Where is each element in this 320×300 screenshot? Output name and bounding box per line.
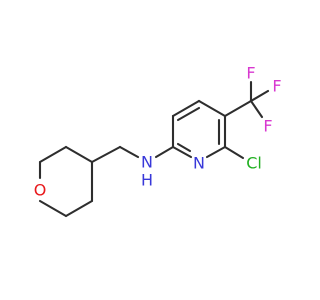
bond-c5-cf3 <box>223 99 253 118</box>
molecule-structure: O N H N Cl F F F <box>0 0 300 300</box>
bond-cf3-f-lower <box>249 99 264 119</box>
bond-ring-o-c6 <box>38 199 68 218</box>
oxane-ring <box>38 145 94 218</box>
substituents <box>223 80 270 160</box>
amine-hydrogen-atom-label: H <box>141 171 153 190</box>
canvas-background <box>0 0 300 300</box>
bond-c3-c4-double <box>176 106 201 122</box>
bond-c6-cl <box>223 145 245 160</box>
bond-ring-c6-c5 <box>64 199 94 218</box>
fluorine-lower-atom-label: F <box>263 117 272 136</box>
amine-nitrogen-atom-label: N <box>141 153 153 172</box>
bond-c6-n1 <box>205 145 227 159</box>
bond-cf3-f-right <box>249 89 270 103</box>
bond-c4-c5 <box>197 99 227 118</box>
bond-c3-c4 <box>171 99 201 118</box>
bond-n1-c2-double <box>176 142 192 153</box>
pyridine-ring <box>154 99 227 159</box>
pyridine-nitrogen-atom-label: N <box>193 154 205 173</box>
chlorine-atom-label: Cl <box>246 154 262 173</box>
oxygen-atom-label: O <box>34 181 47 200</box>
fluorine-top-atom-label: F <box>246 64 255 83</box>
bond-nh-c2 <box>154 145 175 159</box>
fluorine-right-atom-label: F <box>272 77 281 96</box>
bond-ring-c4-c3 <box>64 145 94 164</box>
methylene-linker <box>90 145 140 164</box>
bond-ch2-nh <box>118 145 140 159</box>
bond-c4-ch2 <box>90 145 122 164</box>
bond-ring-c3-c2 <box>38 145 68 164</box>
bond-n1-c2 <box>171 145 193 159</box>
